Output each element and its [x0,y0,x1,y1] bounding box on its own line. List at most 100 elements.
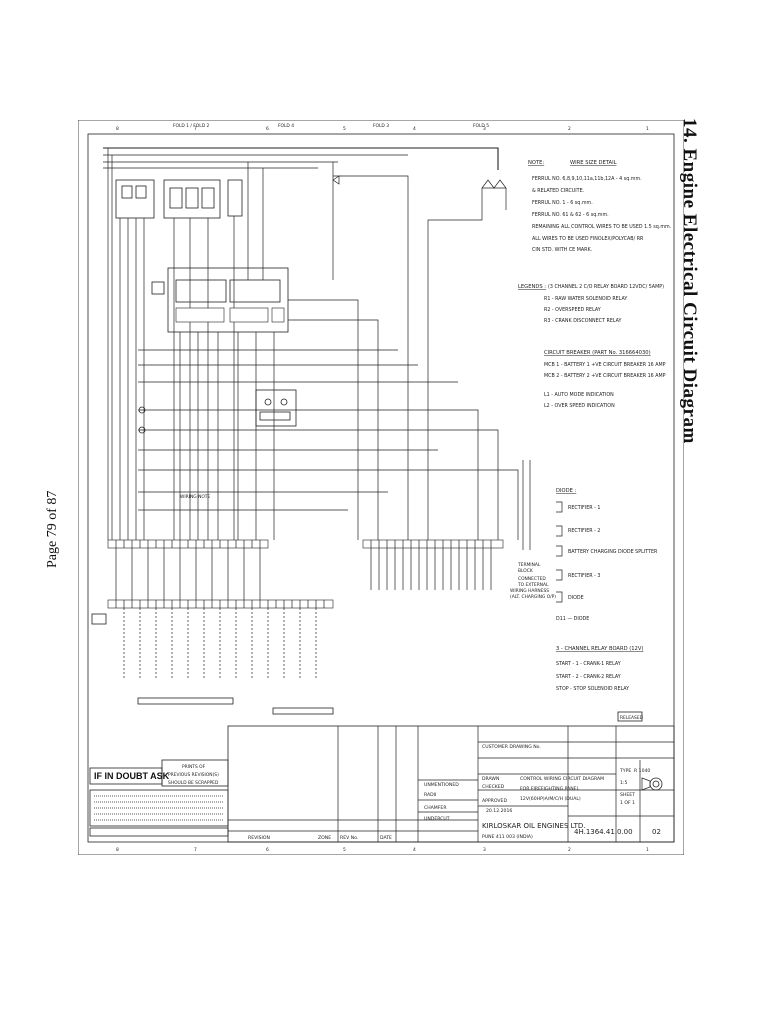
breaker-item: MCB 1 - BATTERY 1 +VE CIRCUIT BREAKER 16… [544,362,666,368]
diode-item: DIODE [568,595,584,601]
company-address: PUNE 411 003 (INDIA) [482,834,533,840]
label-type: TYPE [619,768,631,774]
zone-7: 7 [194,126,197,132]
breaker-header: CIRCUIT BREAKER (PART No. 316664030) [544,350,651,356]
company-name: KIRLOSKAR OIL ENGINES LTD. [482,822,585,830]
electrical-circuit-drawing: 8 7 6 5 4 3 2 1 8 7 6 5 4 3 2 1 FOLD 1 /… [78,120,684,855]
label-chamfer: CHAMFER [424,805,447,811]
note-header: NOTE: [528,160,544,166]
harness-note-box [137,697,234,705]
indication-item: L1 - AUTO MODE INDICATION [544,392,614,398]
legend-title: (3 CHANNEL 2 C/O RELAY BOARD 12VDC/ 5AMP… [548,284,664,290]
diode-header: DIODE : [556,488,577,494]
released-stamp: RELEASED [620,715,644,721]
page-number: Page 79 of 87 [45,490,60,568]
notes-panel: NOTE: WIRE SIZE DETAIL FERRUL NO. 6,8,9,… [510,160,671,722]
scale-value: 1:5 [620,780,627,786]
fold-label-4: FOLD 5 [473,123,489,129]
diode-symbol [332,175,340,185]
relay-contact [135,185,147,199]
harness-note-line: WIRING HARNESS [510,588,549,594]
diode-item: BATTERY CHARGING DIODE SPLITTER [568,549,658,555]
label-checked: CHECKED [482,784,505,790]
wire-note: FERRUL NO. 6,8,9,10,11a,11b,12A - 4 sq.m… [532,176,642,182]
label-date: DATE [380,835,392,841]
zone-5: 5 [343,126,346,132]
label-sheet: SHEET [620,792,635,798]
zone-numbers-bottom: 8 7 6 5 4 3 2 1 [116,847,649,853]
wire-note: ALL WIRES TO BE USED FINOLEX/POLYCAB/ RR [532,236,644,242]
harness-note-line: (ALT. CHARGING O/P) [510,594,556,600]
battery-symbol [91,613,107,625]
relay-coil [169,187,183,209]
indication-lamp [138,426,146,434]
controller-module [167,267,289,333]
wire-note: & RELATED CIRCUITE. [532,188,584,194]
sheet-value: 1 OF 1 [620,800,635,806]
fold-label-2: FOLD 4 [278,123,294,129]
revision-number: 02 [652,828,661,836]
zone-numbers-top: 8 7 6 5 4 3 2 1 [116,126,649,132]
relay-board-item: START - 1 - CRANK-1 RELAY [556,661,621,667]
zone-4: 4 [413,126,416,132]
fold-label-3: FOLD 3 [373,123,389,129]
zone-1: 1 [646,126,649,132]
relay-board-header: 3 - CHANNEL RELAY BOARD (12V) [556,646,643,652]
relay-coil [201,187,215,209]
zone-6: 6 [266,126,269,132]
wiring-note: WIRING NOTE [180,494,210,500]
if-in-doubt-box: IF IN DOUBT ASK PRINTS OF PREVIOUS REVIS… [89,759,229,837]
wiring-schematic: WIRING NOTE [91,147,519,715]
zone-2: 2 [568,126,571,132]
relay-cluster [255,389,297,427]
ask-label: IF IN DOUBT ASK [94,771,170,781]
zone-3: 3 [483,126,486,132]
zone-8: 8 [116,126,119,132]
zone-8-bottom: 8 [116,847,119,853]
harness-note-line: CONNECTED [518,576,546,582]
released-stamp-box [617,711,643,722]
label-drawn: DRAWN [482,776,499,782]
indication-item: L2 - OVER SPEED INDICATION [544,403,615,409]
wire-size-header: WIRE SIZE DETAIL [570,160,617,166]
drawing-outer-border [78,120,684,855]
fold-label-1: FOLD 1 / FOLD 2 [173,123,209,129]
wire-note: CIN STD. WITH CE MARK. [532,247,592,253]
harness-note-line: TO EXTERNAL [517,582,549,588]
zone-6-bottom: 6 [266,847,269,853]
relay-block-right [227,179,243,217]
diode-list: RECTIFIER - 1 RECTIFIER - 2 BATTERY CHAR… [556,501,658,622]
projection-symbol [649,777,663,791]
zone-2-bottom: 2 [568,847,571,853]
legend-header: LEGENDS : [518,284,546,290]
diode-item: RECTIFIER - 3 [568,573,600,579]
label-zone: ZONE [318,835,331,841]
label-undercut: UNDERCUT [424,816,450,822]
zone-4-bottom: 4 [413,847,416,853]
diode-item: RECTIFIER - 2 [568,528,600,534]
controller-terminal-strip [175,307,225,323]
harness-note-line: TERMINAL [517,562,541,568]
legend-item: R3 - CRANK DISCONNECT RELAY [544,318,622,324]
prints-note-line: PRINTS OF [182,764,206,770]
terminal-strip-row-1 [107,539,504,549]
legend-item: R2 - OVERSPEED RELAY [544,307,601,313]
relay-block-center [163,179,221,219]
prints-note-line: SHOULD BE SCRAPPED [168,780,219,786]
label-approved: APPROVED [482,798,507,804]
diode-d11: D11 — DIODE [556,616,589,622]
relay-board-item: START - 2 - CRANK-2 RELAY [556,674,621,680]
prints-note-line: PREVIOUS REVISION(S) [168,772,219,778]
label-rev-no: REV No. [340,835,358,841]
relay-board-item: STOP - STOP SOLENOID RELAY [556,686,629,692]
legend-item: R1 - RAW WATER SOLENOID RELAY [544,296,627,302]
zone-1-bottom: 1 [646,847,649,853]
type-value: R 1040 [634,768,650,774]
zone-7-bottom: 7 [194,847,197,853]
relay-block-left [115,179,155,219]
drawing-title-line: 12V(60HP)A/M/C/H (DUAL) [520,796,581,802]
confidentiality-note-box [89,789,229,827]
drawing-title-line: CONTROL WIRING CIRCUIT DIAGRAM [520,776,604,782]
wire-note: FERRUL NO. 1 - 6 sq.mm. [532,200,593,206]
relay-contact [121,185,133,199]
